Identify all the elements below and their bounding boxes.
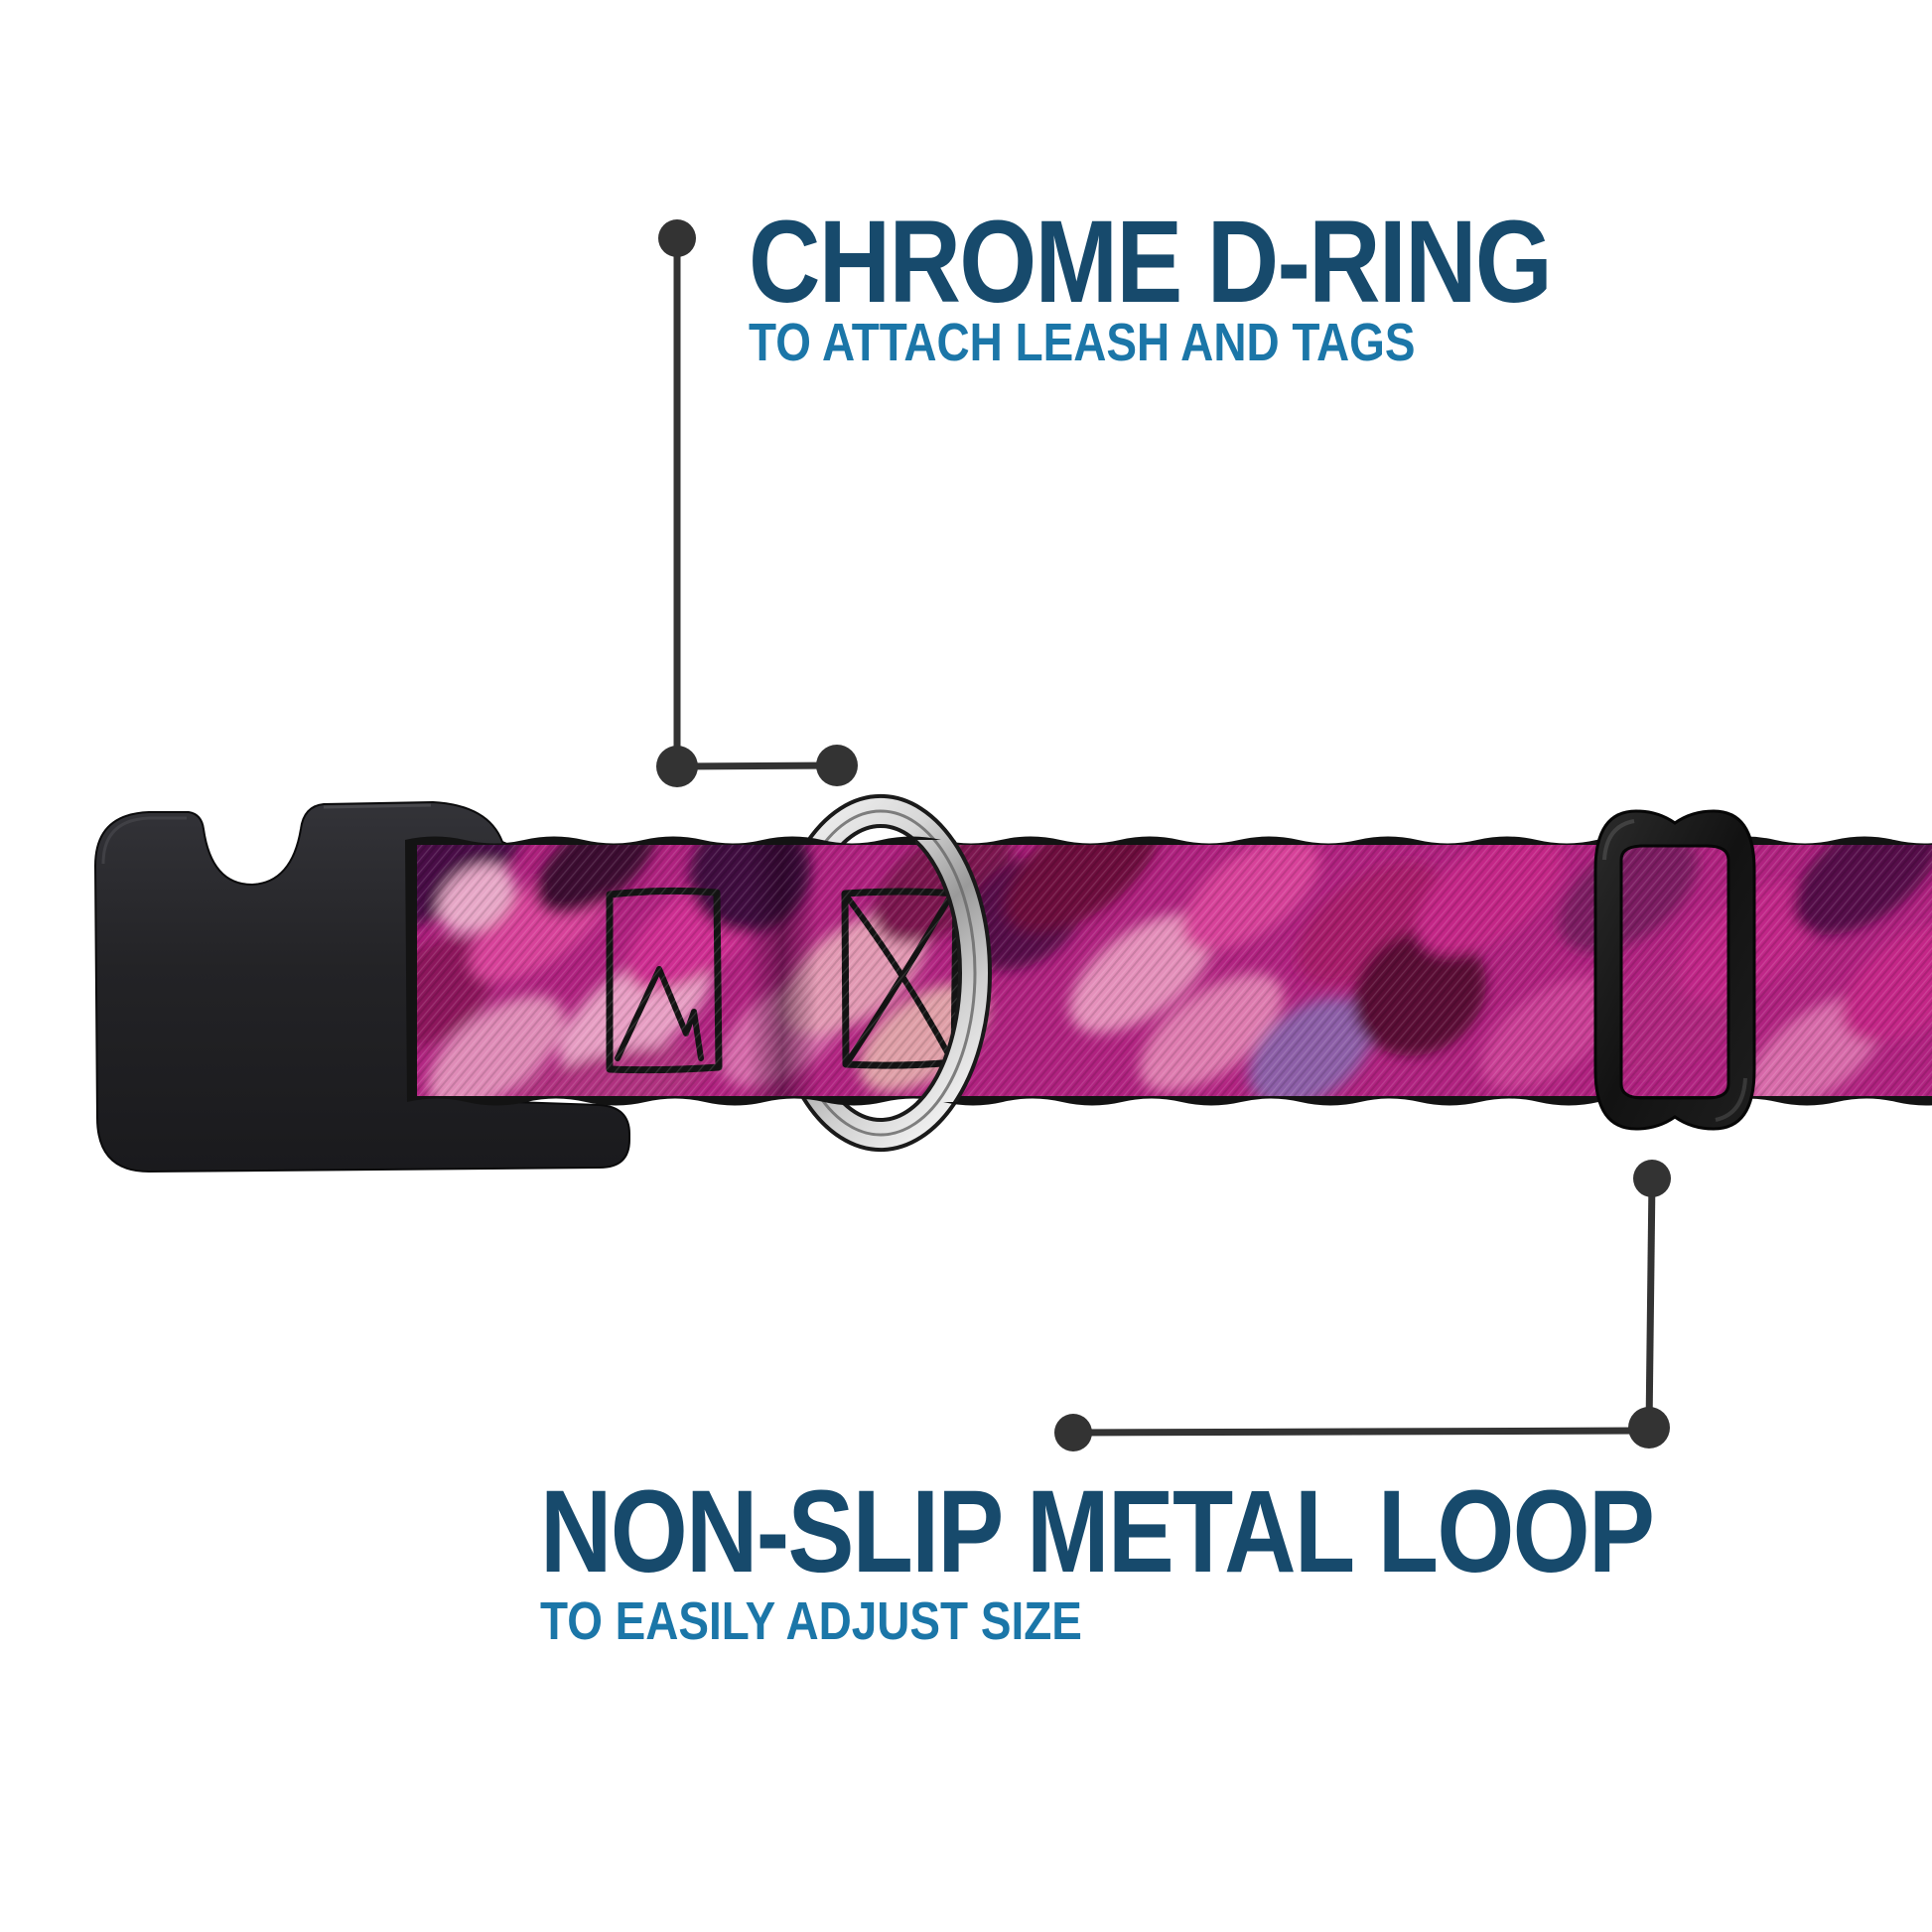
buckle-highlight-left [101, 816, 187, 865]
buckle-highlight [323, 803, 432, 809]
bottom-callout-dot-part [1633, 1160, 1671, 1197]
top-callout-leader [656, 219, 858, 787]
top-callout-title: CHROME D-RING [749, 197, 1553, 328]
d-ring-front [915, 840, 993, 1102]
bottom-callout-title: NON-SLIP METAL LOOP [540, 1466, 1655, 1597]
metal-slider-loop [1593, 809, 1756, 1131]
bottom-callout-subtitle: TO EASILY ADJUST SIZE [540, 1591, 1082, 1651]
top-callout-dot-part [816, 745, 858, 786]
top-callout-dot-corner [656, 746, 698, 787]
bottom-callout-leader [1054, 1160, 1671, 1451]
bottom-callout-dot-text [1054, 1414, 1092, 1451]
callout-leaders [656, 219, 1671, 1451]
top-callout-subtitle: TO ATTACH LEASH AND TAGS [749, 313, 1416, 372]
top-callout-dot-text [658, 219, 696, 257]
bottom-callout-dot-corner [1628, 1407, 1670, 1449]
